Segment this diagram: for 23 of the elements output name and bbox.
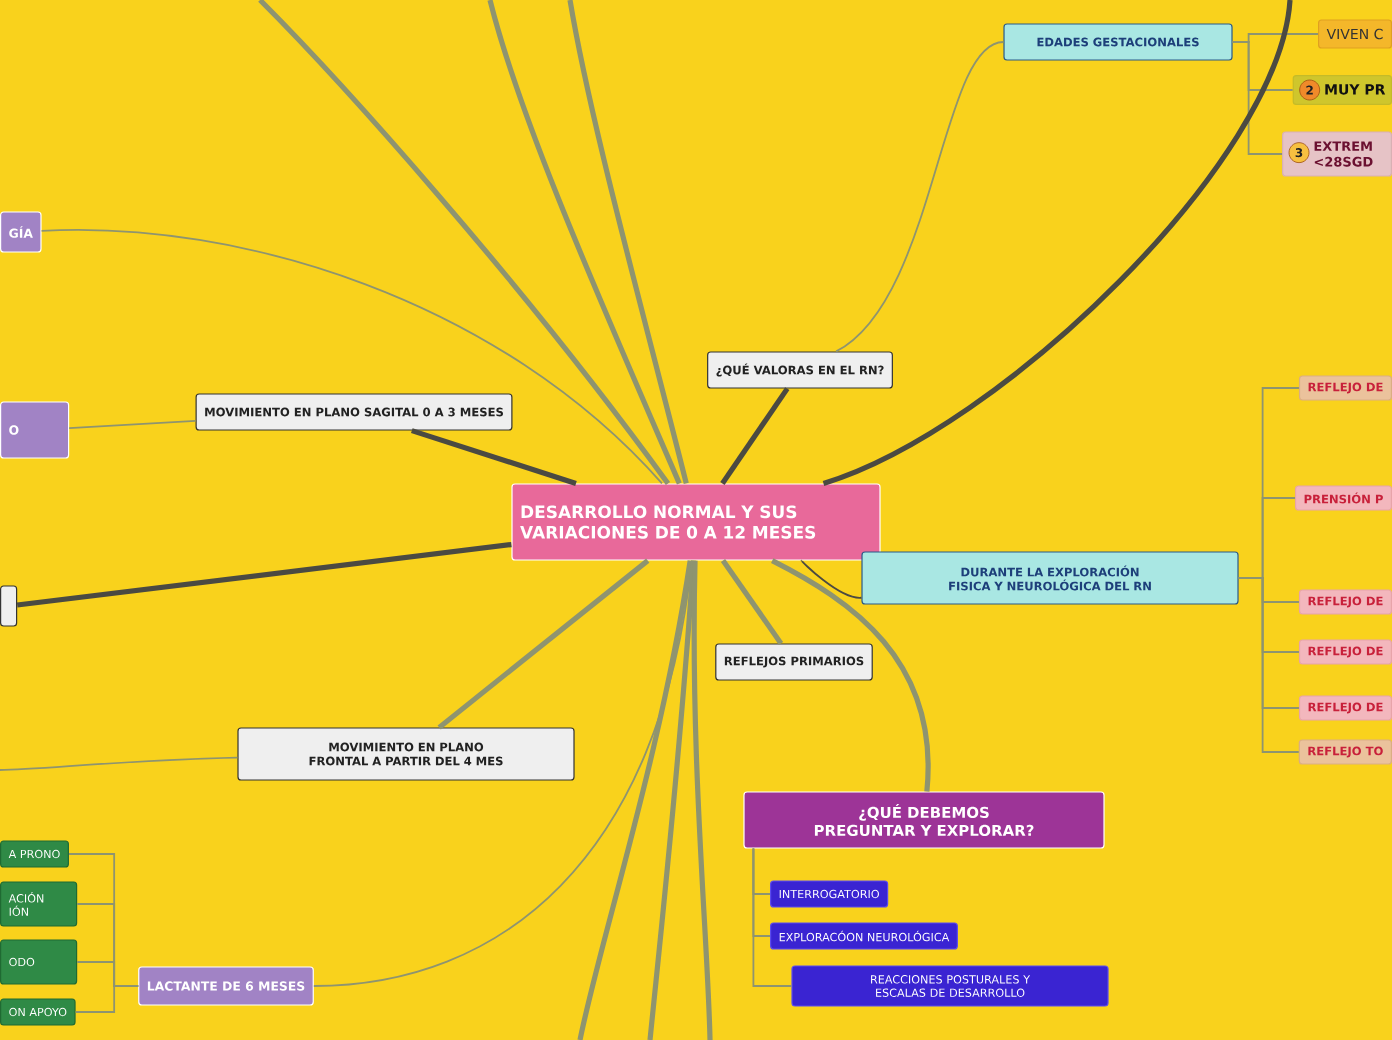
branch-line [577, 560, 693, 1040]
branch-line [258, 0, 671, 485]
branch-line [487, 0, 682, 485]
connector-line [0, 756, 239, 771]
connector-line [40, 229, 663, 485]
branch-line [647, 560, 696, 1040]
empty-box [0, 585, 18, 627]
connector-line [74, 985, 140, 1013]
connector-line [835, 41, 1005, 353]
branch-line [691, 560, 713, 1040]
connector-line [1237, 577, 1300, 753]
branch-line [411, 428, 577, 486]
connector-line [68, 420, 197, 429]
branch-line [720, 387, 790, 485]
central-topic-box: DESARROLLO NORMAL Y SUS VARIACIONES DE 0 A 12 MESES [511, 483, 881, 561]
connector-line [1231, 41, 1283, 155]
connector-line [752, 847, 793, 987]
branch-line [720, 559, 784, 645]
branch-line [567, 0, 689, 485]
branch-line [822, 0, 1293, 486]
branch-line [771, 558, 931, 792]
branch-line [437, 558, 650, 730]
connector-line [800, 559, 863, 599]
